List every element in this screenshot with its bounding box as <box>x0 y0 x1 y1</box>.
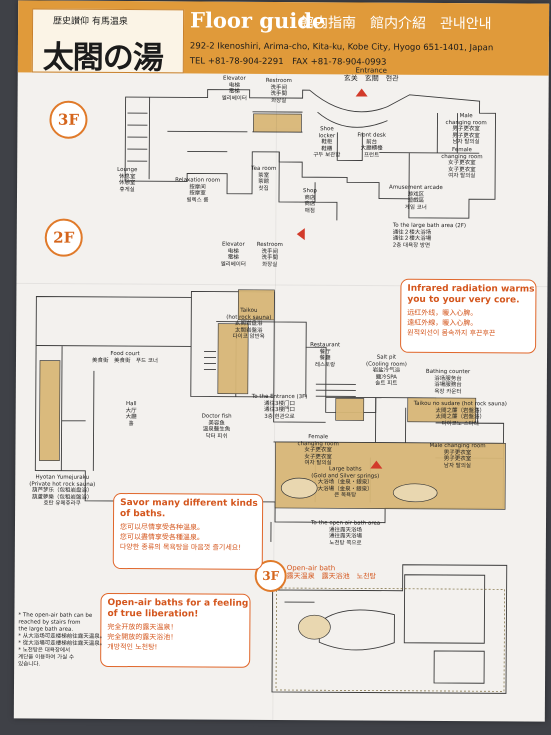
2f-elevator-label: Elevator 电梯 電梯 엘리베이터 <box>220 241 246 268</box>
infrared-callout: Infrared radiation warms you to your ver… <box>400 278 537 354</box>
open-air-bath-label: Open-air bath 露天温泉 露天浴池 노천탕 <box>286 564 377 581</box>
bathing-counter-label: Bathing counter 浴场服务台 浴場服務台 욕장 카운터 <box>425 368 471 395</box>
3f-shaded-area <box>253 113 302 133</box>
restaurant-label: Restaurant 餐厅 餐廳 레스토랑 <box>310 342 341 368</box>
2f-restroom-label: Restroom 洗手间 洗手間 화장실 <box>256 241 283 268</box>
to-entrance-label: To the Entrance (3F) 通往3楼门口 通往3樓門口 3층 현관… <box>251 393 308 420</box>
open-air-callout: Open-air baths for a feeling of true lib… <box>100 592 251 668</box>
sudare-sauna-area <box>407 397 477 423</box>
shoe-locker-label: Shoe locker 鞋柜 鞋櫃 구두 보관함 <box>313 126 341 159</box>
up-arrow <box>370 460 383 469</box>
savor-callout-body: 您可以尽情享受各种温泉。 您可以盡情享受各種溫泉。 다양한 종류의 목욕탕을 마… <box>119 523 242 552</box>
3f-elevator-label: Elevator 电梯 電梯 엘리베이터 <box>221 75 247 102</box>
openair-pool <box>298 614 331 640</box>
salt-pit-label: Salt pit (Cooling room) 岩盐冷气浴 鹽冷SPA 솔트 피… <box>365 354 407 387</box>
3f-outline <box>124 89 496 219</box>
large-baths-area <box>274 441 506 510</box>
shop-label: Shop 商店 商店 매점 <box>303 188 317 214</box>
hyotan-sauna-area <box>39 360 61 461</box>
floor-3f-badge: 3F <box>49 100 88 139</box>
open-air-callout-title: Open-air baths for a feeling of true lib… <box>107 597 249 620</box>
savor-baths-callout: Savor many different kinds of baths. 您可以… <box>112 492 264 570</box>
tea-room-label: Tea room 茶室 茶館 찻집 <box>251 165 277 192</box>
hyotan-yumejuraku-label: Hyotan Yumejuraku (Private hot rock saun… <box>29 474 96 507</box>
floor-2f-badge: 2F <box>44 218 83 257</box>
large-baths-label: Large baths (Gold and Silver springs) 大浴… <box>311 466 380 499</box>
doctor-fish-label: Doctor fish 美容鱼 溫泉醫生魚 닥터 피쉬 <box>201 413 232 440</box>
2f-male-changing-label: Male changing room 男子更衣室 男子更衣室 남자 탈의실 <box>429 442 486 469</box>
entrance-label: Entrance 玄关 玄關 현관 <box>343 66 399 83</box>
hall-label: Hall 大厅 大廳 홀 <box>125 401 137 427</box>
taikou-sauna-area <box>217 323 249 395</box>
taikou-no-sudare-label: Taikou no sudare (hot rock sauna) 太閤之簾（岩… <box>413 400 507 427</box>
front-desk-label: Front desk 前台 大廳櫃檯 프런트 <box>357 132 386 159</box>
food-court-label: Food court 美食街 美食街 푸드 코너 <box>91 350 159 364</box>
3f-male-changing-label: Male changing room 男子更衣室 男子更衣室 남자 탈의실 <box>445 113 487 146</box>
2f-female-changing-label: Female changing room 女子更衣室 女子更衣室 여자 탈의실 <box>297 434 339 467</box>
entrance-arrow <box>355 88 368 97</box>
2f-restroom-area <box>237 289 275 321</box>
openair-outline <box>271 564 508 694</box>
lounge-label: Lounge 休息室 休憩室 휴게실 <box>117 166 138 193</box>
3f-restroom-label: Restroom 洗手间 洗手間 화장실 <box>265 77 292 104</box>
pool-2 <box>392 483 438 503</box>
floor-plan-drawing <box>16 73 548 720</box>
pool-1 <box>280 477 318 499</box>
2f-small-room <box>335 397 365 421</box>
to-2f-arrow <box>296 228 305 241</box>
relaxation-room-label: Relaxation room 按摩间 按摩室 릴렉스 룸 <box>175 177 221 204</box>
infrared-callout-title: Infrared radiation warms you to your ver… <box>407 283 535 306</box>
3f-female-changing-label: Female changing room 女子更衣室 女子更衣室 여자 탈의실 <box>441 147 483 180</box>
infrared-callout-body: 远红外线，暖入心脾。 遠紅外線，暖入心脾。 원적외선이 몸속까지 후끈후끈 <box>407 308 496 338</box>
savor-callout-title: Savor many different kinds of baths. <box>120 498 258 520</box>
amusement-arcade-label: Amusement arcade 游戏区 遊戲區 게임 코너 <box>389 184 443 211</box>
floor-guide-sheet: 歴史讃仰 有馬温泉 太閤の湯 Floor guide 館内指南 館内介紹 관내안… <box>13 0 550 722</box>
to-large-bath-label: To the large bath area (2F) 通往２楼大浴场 通往２樓… <box>392 222 467 249</box>
open-air-callout-body: 完全开放的露天温泉！ 完全開放的露天浴池！ 개방적인 노천탕! <box>107 622 178 652</box>
open-air-access-note: * The open-air bath can be reached by st… <box>18 612 106 668</box>
to-open-air-label: To the open air bath area 通往露天浴场 通往露天浴場 … <box>310 520 381 546</box>
taikou-hot-rock-label: Taikou (hot rock sauna) 太阁岩盘浴 太閤岩盤浴 다이코 … <box>226 307 272 340</box>
